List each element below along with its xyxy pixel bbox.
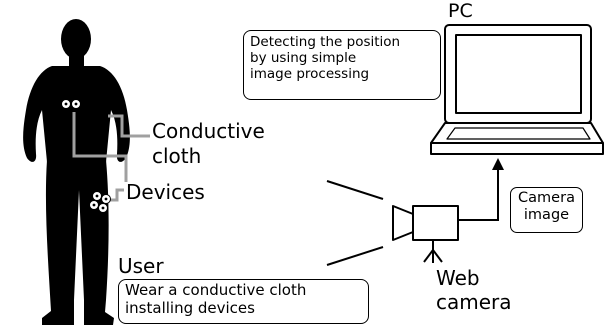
webcam-icon (392, 205, 459, 263)
webcam-leg-right (432, 249, 443, 263)
person-neck (69, 54, 84, 68)
camera-image-callout-line2: image (523, 207, 570, 224)
processing-callout: Detecting the position by using simple i… (243, 30, 441, 100)
pc-label: PC (448, 0, 473, 22)
laptop-keyboard (446, 127, 591, 140)
camera-image-callout-line1: Camera (518, 190, 575, 206)
view-line-top (326, 180, 384, 200)
processing-callout-line1: Detecting the position (250, 34, 401, 50)
device-group-chest (61, 99, 81, 109)
processing-callout-line2: by using simple (250, 49, 357, 66)
laptop-front (430, 142, 604, 155)
laptop-icon (430, 24, 604, 155)
device-dot (64, 102, 68, 106)
user-label: User (118, 254, 164, 278)
device-group-hip (89, 191, 111, 213)
conductive-cloth-label-line2: cloth (152, 144, 202, 168)
devices-label: Devices (126, 180, 205, 204)
person-torso (23, 66, 130, 162)
device-dot (92, 203, 96, 207)
camera-view-lines (326, 180, 384, 266)
cloth-leader-arm (108, 114, 150, 138)
laptop-screen-frame (444, 24, 592, 124)
device-dot (95, 194, 99, 198)
processing-callout-line3: image processing (250, 65, 370, 82)
webcam-leg-left (423, 249, 434, 263)
web-camera-label-line2: camera (436, 290, 512, 314)
user-note-callout-line2: installing devices (125, 298, 255, 317)
cloth-leader-chest (72, 112, 128, 182)
web-camera-label-line1: Web (436, 266, 480, 290)
view-line-bottom (326, 246, 384, 266)
person-legs (42, 160, 114, 325)
user-note-callout: Wear a conductive cloth installing devic… (118, 279, 369, 324)
person-head (61, 19, 91, 59)
conductive-cloth-label-line1: Conductive (152, 119, 265, 143)
camera-image-callout: Camera image (510, 187, 583, 233)
person-silhouette (23, 19, 130, 325)
arrow-head (492, 158, 504, 170)
device-dot (101, 206, 105, 210)
device-dot (104, 197, 108, 201)
user-note-callout-line1: Wear a conductive cloth (125, 281, 307, 299)
camera-to-pc-arrow (458, 167, 499, 221)
webcam-lens (392, 205, 414, 241)
arrow-path (458, 167, 499, 221)
device-dot (74, 102, 78, 106)
webcam-body (412, 205, 459, 241)
laptop-base (430, 122, 604, 144)
laptop-screen (455, 34, 582, 114)
